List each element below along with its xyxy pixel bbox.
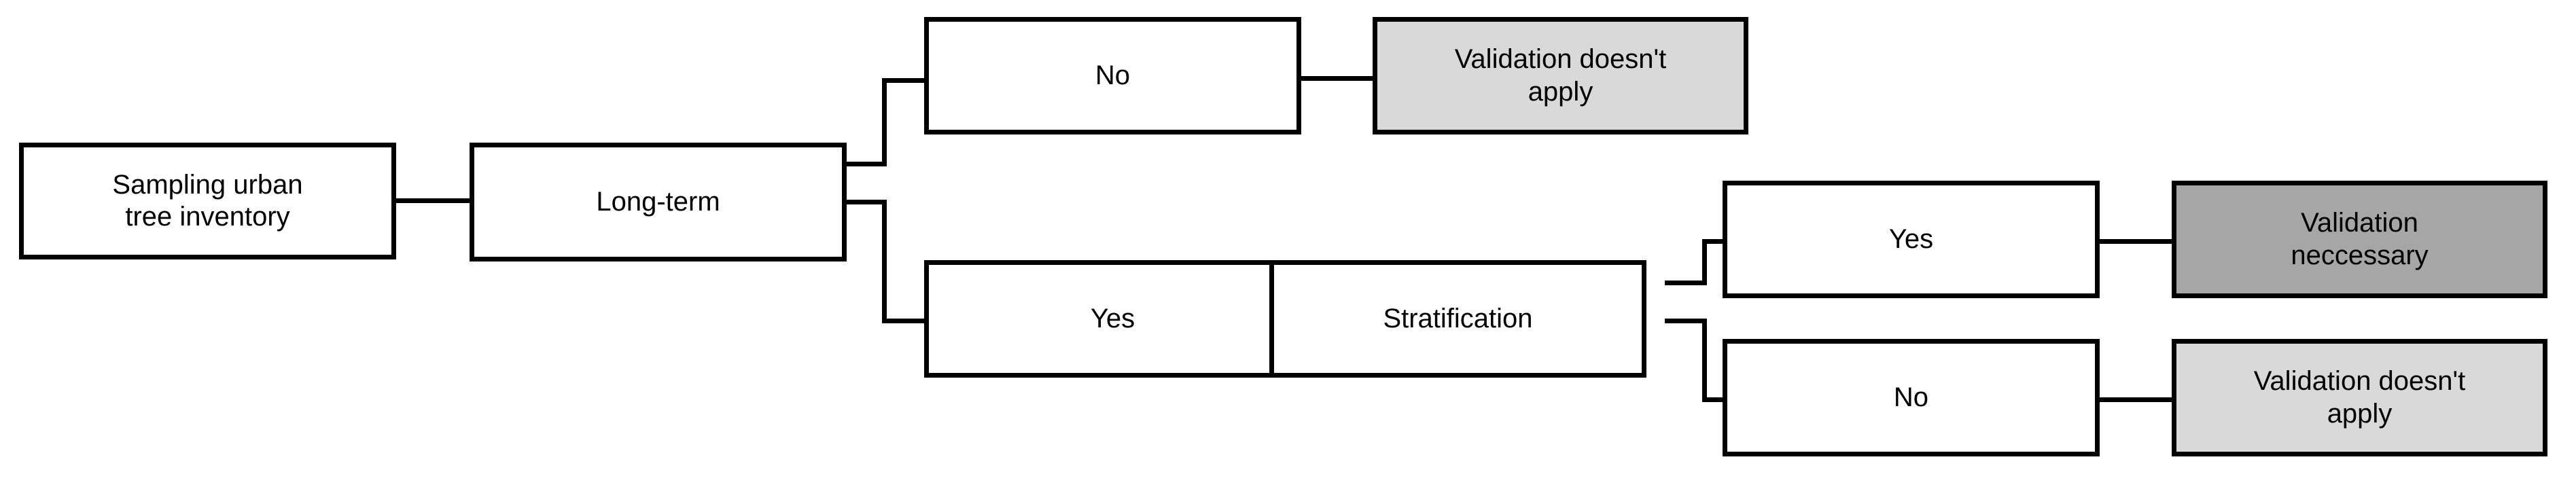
connector-longterm-to-yes-riser — [882, 200, 887, 323]
node-label: Stratification — [1383, 303, 1533, 333]
connector-longterm-stub-lower — [845, 200, 887, 204]
node-label: No — [1893, 382, 1929, 412]
node-label: Long-term — [596, 186, 720, 217]
node-validation-doesnt-apply-top[interactable]: Validation doesn't apply — [1373, 17, 1748, 134]
node-stratification-no[interactable]: No — [1723, 339, 2100, 456]
node-label: Validation doesn't apply — [1454, 44, 1667, 107]
connector-no-to-validation-bottom — [2098, 397, 2174, 402]
node-label: Validation neccessary — [2291, 208, 2429, 270]
node-sampling-urban-tree-inventory[interactable]: Sampling urban tree inventory — [19, 143, 396, 259]
node-label: No — [1095, 60, 1131, 90]
node-long-term-yes[interactable]: Yes — [924, 260, 1301, 378]
connector-yes-to-validation-neccessary — [2098, 239, 2174, 244]
node-validation-neccessary[interactable]: Validation neccessary — [2172, 181, 2547, 298]
node-label: Yes — [1888, 223, 1934, 254]
node-label: Yes — [1090, 303, 1135, 333]
connector-stratification-stub-lower — [1665, 319, 1707, 323]
connector-stratification-to-yes-riser — [1702, 239, 1707, 285]
node-label: Sampling urban tree inventory — [112, 169, 303, 232]
connector-longterm-stub-upper — [845, 162, 887, 166]
connector-longterm-to-yes-arm — [882, 319, 926, 323]
connector-stratification-to-no-riser — [1702, 319, 1707, 402]
connector-longterm-to-no-arm — [882, 78, 926, 83]
connector-sampling-to-longterm — [396, 198, 472, 203]
node-long-term-no[interactable]: No — [924, 17, 1301, 134]
node-label: Validation doesn't apply — [2253, 366, 2466, 429]
connector-no-to-validation-top — [1300, 76, 1376, 81]
connector-longterm-to-no-riser — [882, 78, 887, 166]
node-long-term[interactable]: Long-term — [470, 143, 847, 261]
node-stratification-yes[interactable]: Yes — [1723, 181, 2100, 298]
node-stratification[interactable]: Stratification — [1269, 260, 1646, 378]
connector-stratification-stub-upper — [1665, 281, 1707, 285]
node-validation-doesnt-apply-bottom[interactable]: Validation doesn't apply — [2172, 339, 2547, 456]
